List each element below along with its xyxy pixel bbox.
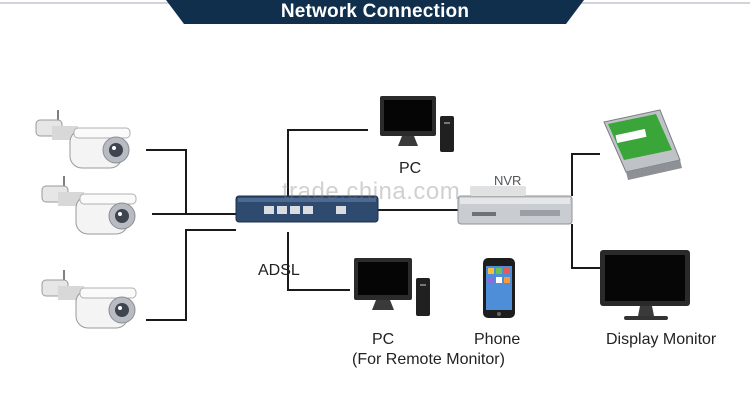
connection-lines: [146, 129, 600, 321]
monitor-label: Display Monitor: [606, 331, 717, 348]
hard-disk-icon: [603, 109, 682, 180]
line-router-pc: [287, 129, 368, 196]
smartphone-icon: [483, 258, 515, 318]
line-router-remote-pc: [287, 232, 350, 291]
remote-pc-label: PC: [372, 331, 395, 348]
camera-icon: [41, 270, 137, 329]
nvr-label: NVR: [494, 173, 522, 188]
watermark-text: trade.china.com: [282, 178, 461, 205]
diagram-title: Network Connection: [280, 1, 470, 22]
line-camera3-router: [146, 229, 236, 321]
router-icon: [235, 195, 379, 223]
router-label: ADSL: [258, 262, 300, 279]
pc-label: PC: [399, 160, 422, 177]
line-camera1-router: [146, 149, 236, 215]
nvr-recorder-icon: [457, 186, 573, 225]
desktop-pc-icon: [354, 258, 430, 316]
desktop-pc-icon: [380, 96, 454, 152]
phone-label: Phone: [474, 331, 521, 348]
camera-icon: [35, 110, 131, 169]
display-monitor-icon: [600, 250, 690, 320]
camera-icon: [41, 176, 137, 235]
line-nvr-hdd: [571, 153, 600, 196]
title-banner: [166, 0, 584, 24]
line-nvr-monitor: [571, 224, 600, 269]
remote-pc-note: (For Remote Monitor): [352, 351, 505, 368]
